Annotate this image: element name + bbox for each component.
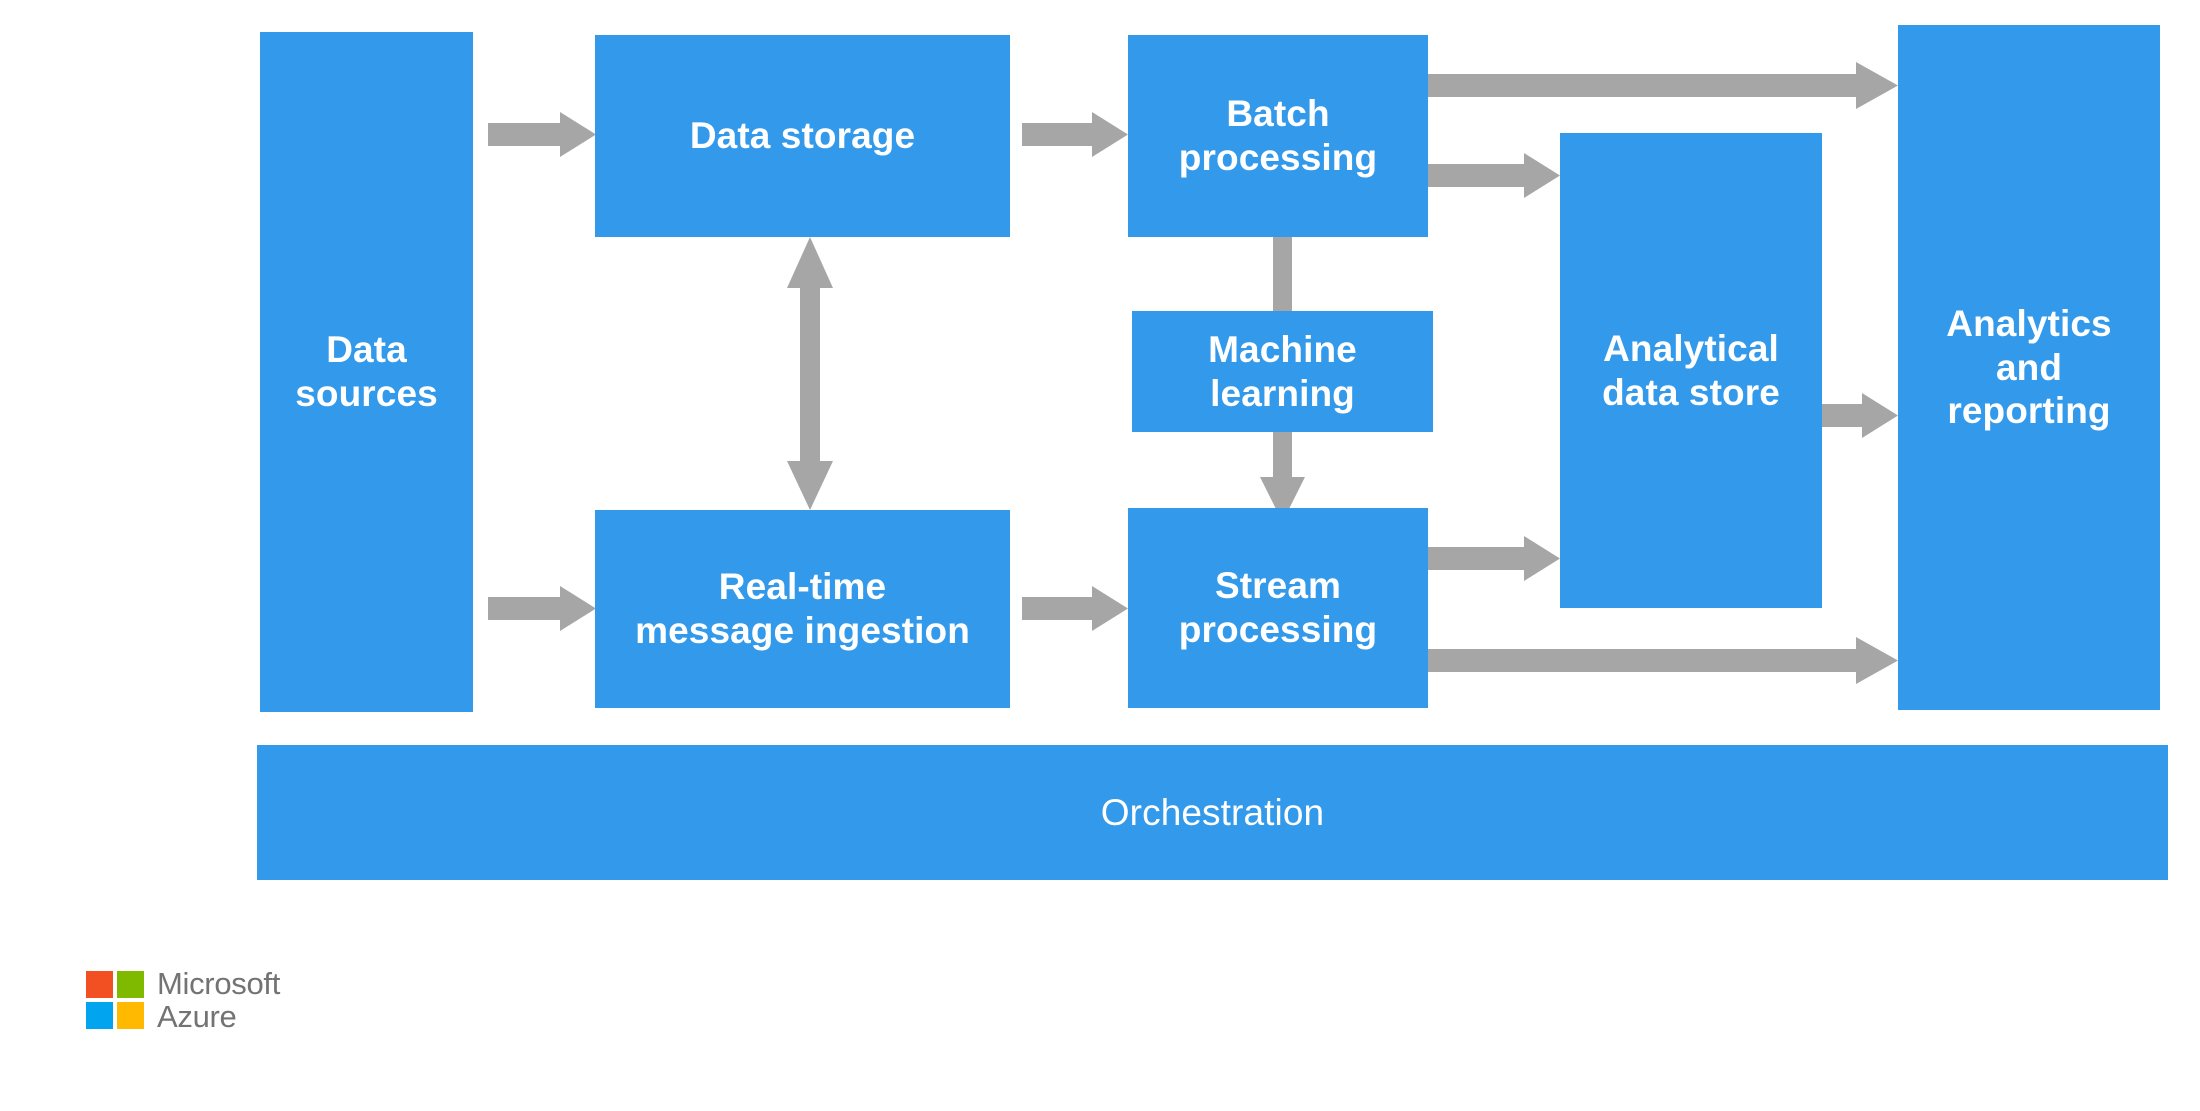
node-orchestration[interactable]: Orchestration [257, 745, 2168, 880]
microsoft-azure-wordmark: Microsoft Azure [157, 967, 280, 1034]
microsoft-logo-icon [86, 971, 144, 1030]
node-data-storage[interactable]: Data storage [595, 35, 1010, 237]
node-realtime-message-ingestion[interactable]: Real-time message ingestion [595, 510, 1010, 708]
logo-square-blue [86, 1002, 113, 1030]
arrow-analytical-store-to-analytics [1822, 393, 1898, 438]
logo-square-yellow [117, 1002, 144, 1030]
arrow-batch-processing-to-analytical-store [1428, 153, 1560, 198]
arrow-data-storage-realtime-bidirectional [787, 237, 833, 510]
node-stream-processing[interactable]: Stream processing [1128, 508, 1428, 708]
arrow-data-storage-to-batch-processing [1022, 112, 1128, 157]
arrow-data-sources-to-realtime-ingestion [488, 586, 596, 631]
node-data-sources[interactable]: Data sources [260, 32, 473, 712]
arrow-data-sources-to-data-storage [488, 112, 596, 157]
node-batch-processing[interactable]: Batch processing [1128, 35, 1428, 237]
microsoft-azure-logo: Microsoft Azure [86, 967, 280, 1034]
wordmark-line-microsoft: Microsoft [157, 966, 281, 1001]
wordmark-line-azure: Azure [157, 999, 237, 1035]
arrow-stream-processing-to-analytical-store [1428, 536, 1560, 581]
node-analytical-data-store[interactable]: Analytical data store [1560, 133, 1822, 608]
arrow-batch-processing-to-analytics [1428, 62, 1898, 109]
arrow-stream-processing-to-analytics [1428, 637, 1898, 684]
node-machine-learning[interactable]: Machine learning [1132, 311, 1433, 432]
arrow-realtime-ingestion-to-stream-processing [1022, 586, 1128, 631]
node-analytics-and-reporting[interactable]: Analytics and reporting [1898, 25, 2160, 710]
logo-square-green [117, 971, 144, 999]
logo-square-red [86, 971, 113, 999]
